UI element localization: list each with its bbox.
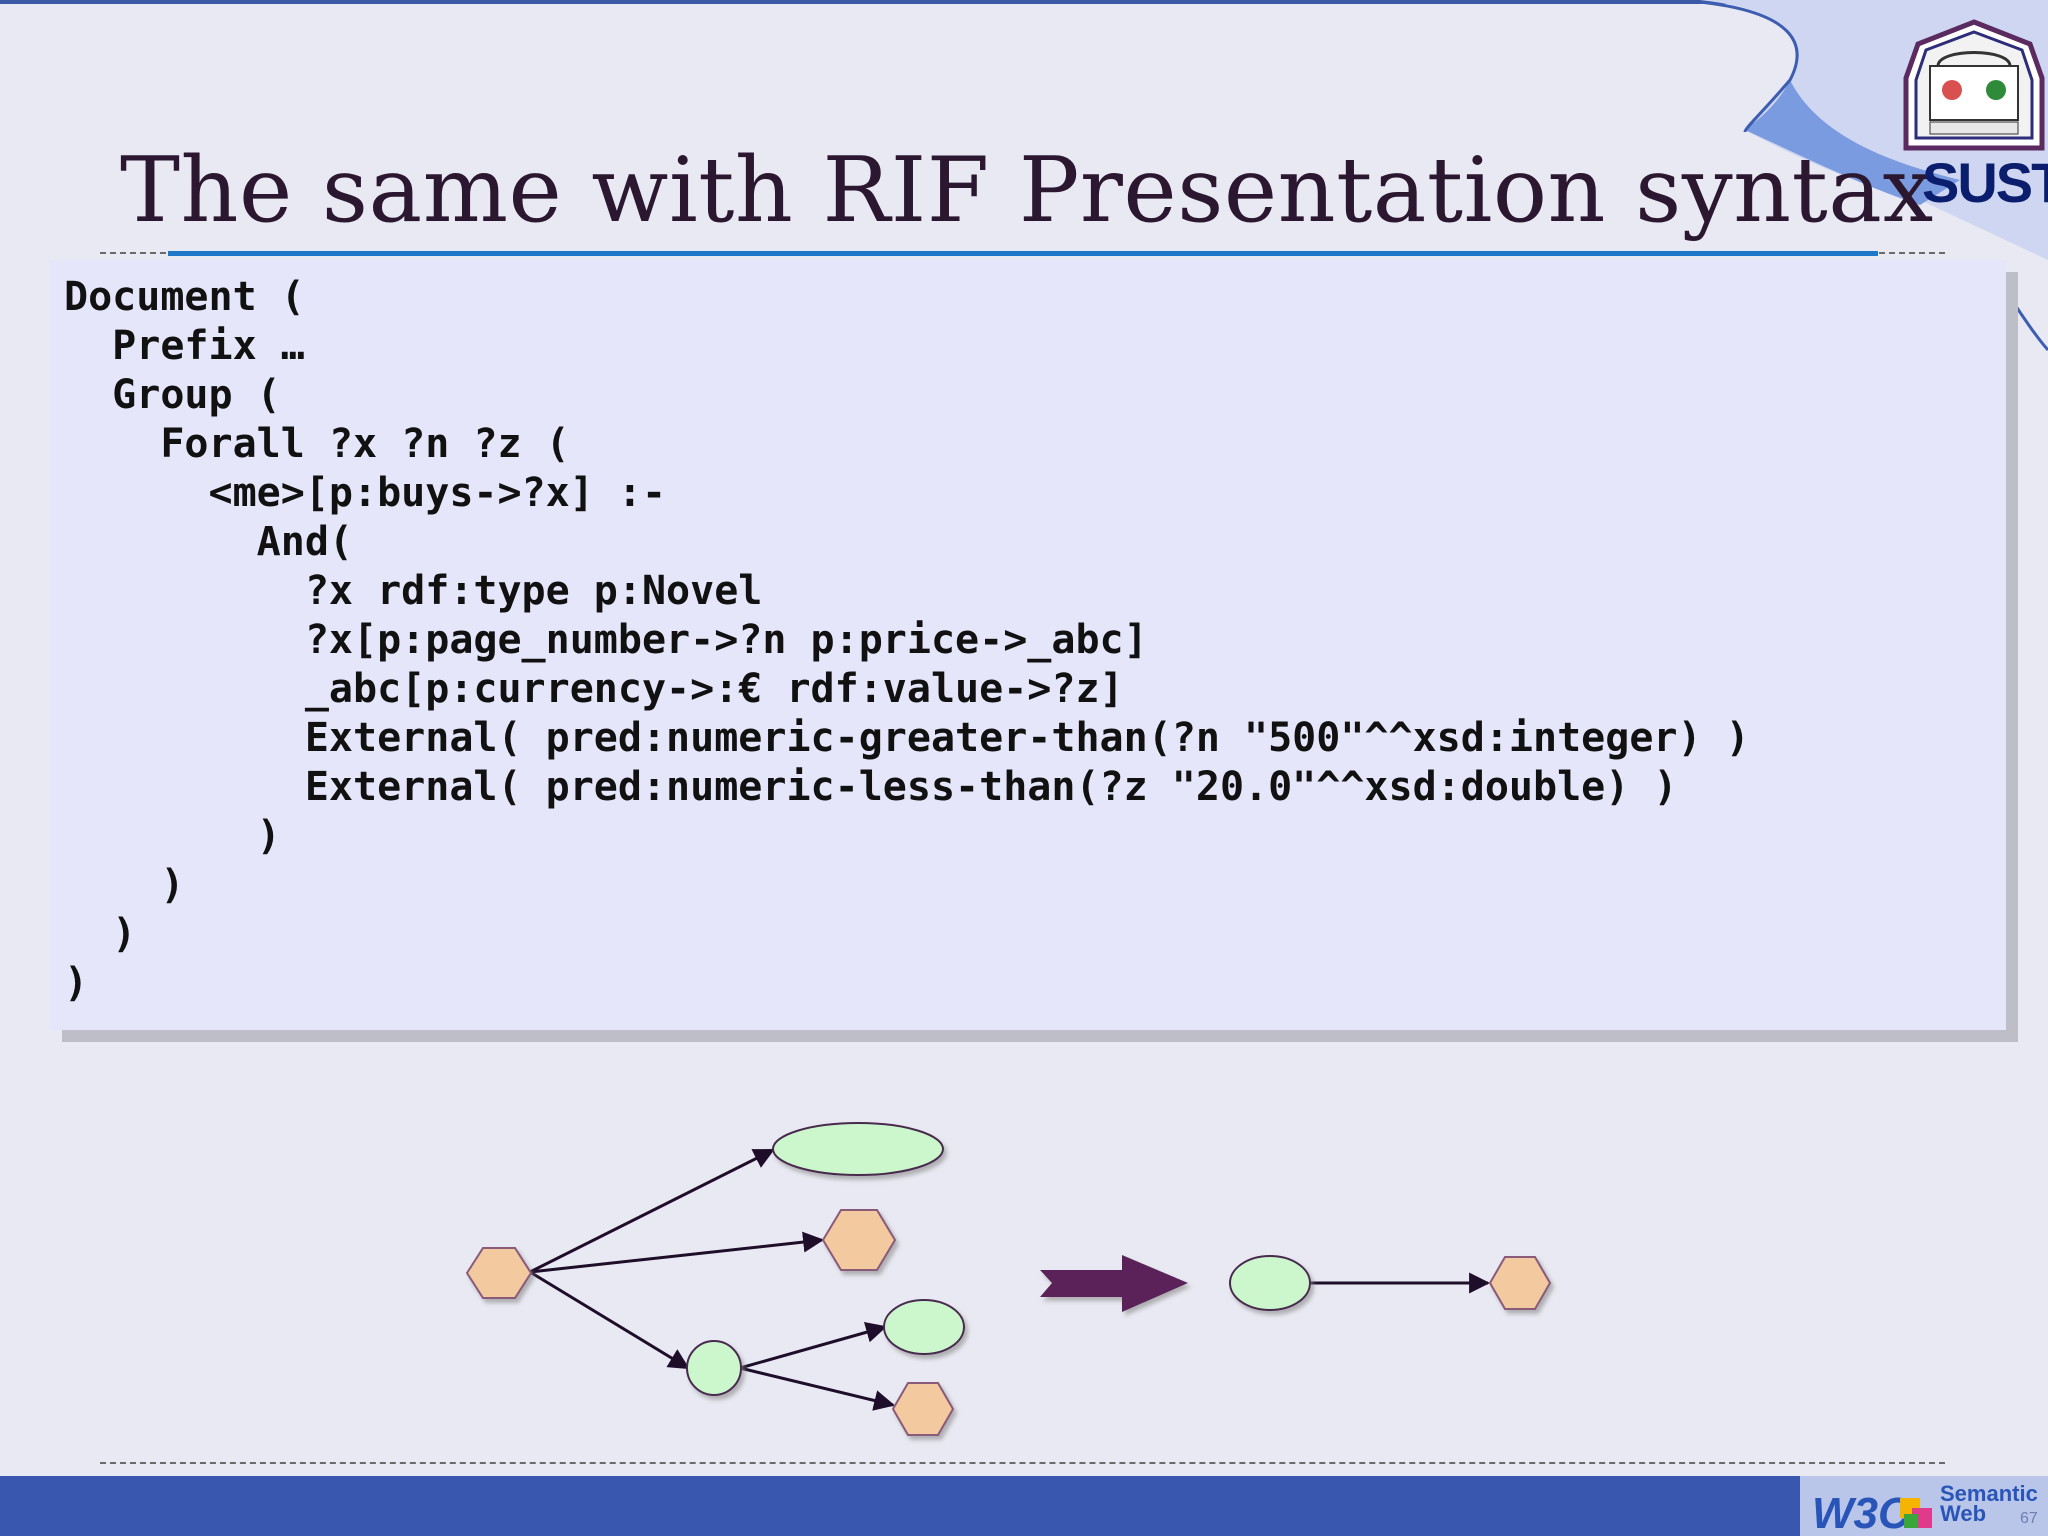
code-line: Forall ?x ?n ?z ( (64, 421, 570, 467)
code-line: ?x[p:page_number->?n p:price->_abc] (64, 617, 1148, 663)
graph-edge (739, 1366, 896, 1411)
graph-edge (739, 1322, 888, 1370)
hexagon-node (891, 1382, 955, 1436)
code-line: Document ( (64, 274, 305, 320)
sust-logo-text: SUST (1922, 151, 2048, 214)
ellipse-node (1229, 1255, 1311, 1311)
code-line: ) (64, 911, 137, 957)
code-line: ) (64, 862, 185, 908)
code-line: ) (64, 813, 281, 859)
hexagon-node (821, 1209, 897, 1271)
code-line: External( pred:numeric-greater-than(?n "… (64, 715, 1750, 761)
code-line: _abc[p:currency->:€ rdf:value->?z] (64, 666, 1124, 712)
code-line: Group ( (64, 372, 281, 418)
graph-edge (529, 1231, 825, 1274)
hexagon-node (1488, 1256, 1552, 1310)
code-line: <me>[p:buys->?x] :- (64, 470, 667, 516)
code-line: ?x rdf:type p:Novel (64, 568, 763, 614)
slide-title: The same with RIF Presentation syntax (120, 138, 1934, 243)
bottom-dashed-divider (100, 1462, 1945, 1464)
w3c-semantic-web-logo: W3C (1812, 1489, 1932, 1536)
graph-edge (529, 1270, 690, 1370)
ellipse-node (883, 1299, 965, 1355)
ellipse-node (686, 1340, 742, 1396)
graph-transformation-diagram (465, 1122, 1552, 1436)
code-line: Prefix … (64, 323, 305, 369)
sust-logo-emblem (1903, 19, 2045, 151)
web-label: Web (1940, 1501, 1987, 1526)
semantic-web-label: Semantic Web (1940, 1481, 2038, 1526)
title-underline (168, 251, 1878, 256)
graph-edge (529, 1148, 775, 1274)
ellipse-node (772, 1122, 944, 1176)
code-line: ) (64, 960, 89, 1006)
code-line: External( pred:numeric-less-than(?z "20.… (64, 764, 1678, 810)
code-listing: Document ( Prefix … Group ( Forall ?x ?n… (50, 260, 2006, 1030)
code-line: And( (64, 519, 353, 565)
semantic-label: Semantic (1940, 1481, 2038, 1506)
top-border (0, 0, 2048, 4)
w3c-label: W3C (1812, 1489, 1911, 1536)
footer-bar (0, 1476, 2048, 1536)
transform-arrow (1040, 1255, 1188, 1312)
page-number: 67 (2020, 1510, 2038, 1527)
hexagon-node (465, 1247, 533, 1299)
